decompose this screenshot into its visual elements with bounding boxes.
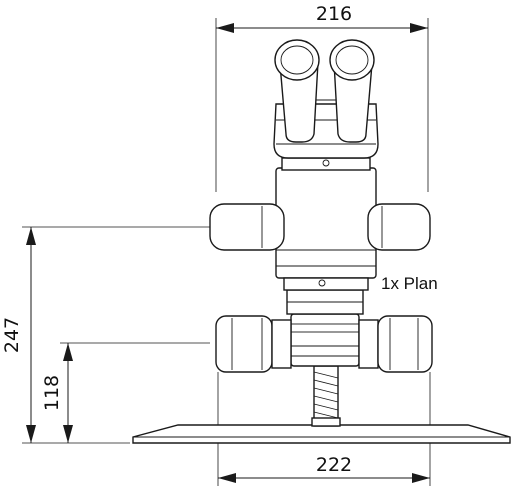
column (311, 365, 341, 427)
dimension-top-width-label: 216 (316, 3, 352, 25)
right-eyepiece (329, 39, 375, 143)
extension-lines (22, 18, 431, 486)
dimension-total-height-label: 247 (1, 317, 23, 353)
left-focus-knob (215, 315, 292, 373)
left-eyepiece (274, 39, 320, 143)
zoom-body (275, 167, 377, 291)
base-plate (132, 424, 511, 444)
zoom-knob-right (367, 203, 431, 251)
dimension-lower-height-label: 118 (41, 375, 63, 411)
objective-label: 1x Plan (381, 274, 438, 293)
dimension-bottom-width: 222 (218, 454, 430, 483)
dimension-lower-height: 118 (41, 343, 73, 443)
dimension-bottom-width-label: 222 (316, 454, 352, 476)
focus-drive (286, 289, 364, 367)
dimension-top-width: 216 (216, 3, 428, 33)
zoom-knob-left (209, 203, 285, 251)
right-focus-knob (358, 315, 433, 373)
dimension-total-height: 247 (1, 227, 36, 443)
